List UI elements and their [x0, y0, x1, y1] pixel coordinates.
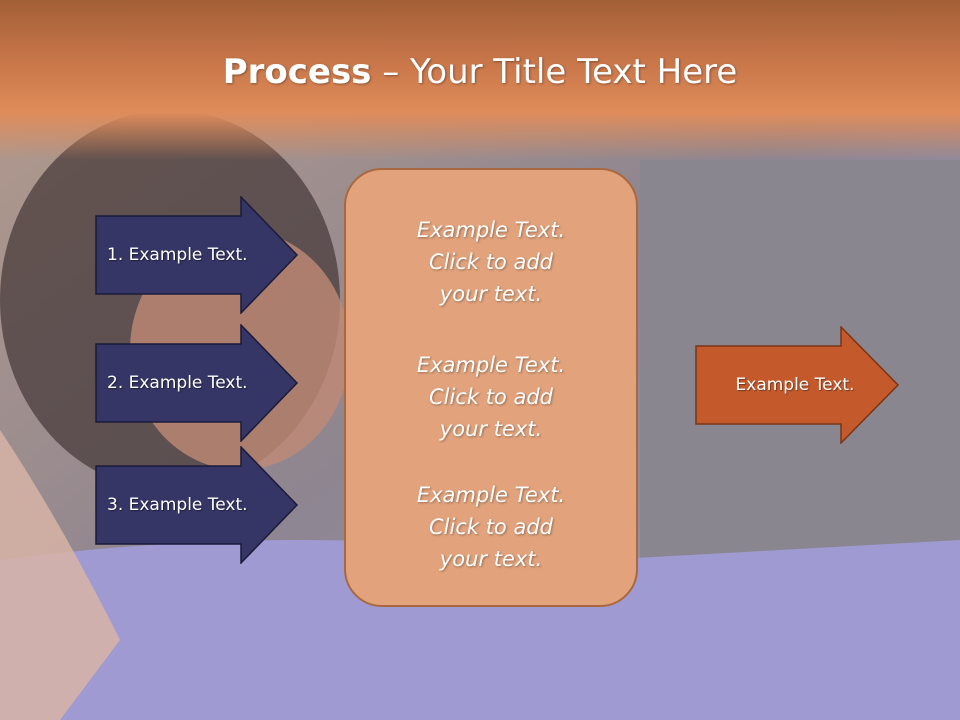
arrow-shape	[95, 196, 299, 314]
para-line: your text.	[439, 547, 543, 571]
center-paragraph-1: Example Text. Click to add your text.	[346, 214, 636, 310]
step-label: 1. Example Text.	[107, 245, 248, 265]
para-line: Example Text.	[416, 483, 566, 507]
para-line: Click to add	[428, 385, 553, 409]
para-line: your text.	[439, 417, 543, 441]
para-line: Example Text.	[416, 353, 566, 377]
arrow-shape	[95, 446, 299, 564]
arrow-shape	[95, 324, 299, 442]
para-line: Example Text.	[416, 218, 566, 242]
para-line: your text.	[439, 282, 543, 306]
step-arrow-1[interactable]: 1. Example Text.	[95, 196, 299, 314]
title-bold: Process	[222, 52, 372, 92]
output-arrow[interactable]: Example Text.	[695, 326, 900, 444]
para-line: Click to add	[428, 515, 553, 539]
step-label: 2. Example Text.	[107, 373, 248, 393]
step-label: 3. Example Text.	[107, 495, 248, 515]
title-band	[0, 0, 960, 160]
step-arrow-2[interactable]: 2. Example Text.	[95, 324, 299, 442]
center-text-box[interactable]: Example Text. Click to add your text. Ex…	[344, 168, 638, 607]
page-title: Process – Your Title Text Here	[0, 52, 960, 92]
para-line: Click to add	[428, 250, 553, 274]
output-label: Example Text.	[735, 375, 855, 395]
arrow-shape	[695, 326, 900, 444]
title-rest: – Your Title Text Here	[371, 52, 738, 92]
step-arrow-3[interactable]: 3. Example Text.	[95, 446, 299, 564]
center-paragraph-2: Example Text. Click to add your text.	[346, 349, 636, 445]
center-paragraph-3: Example Text. Click to add your text.	[346, 479, 636, 575]
